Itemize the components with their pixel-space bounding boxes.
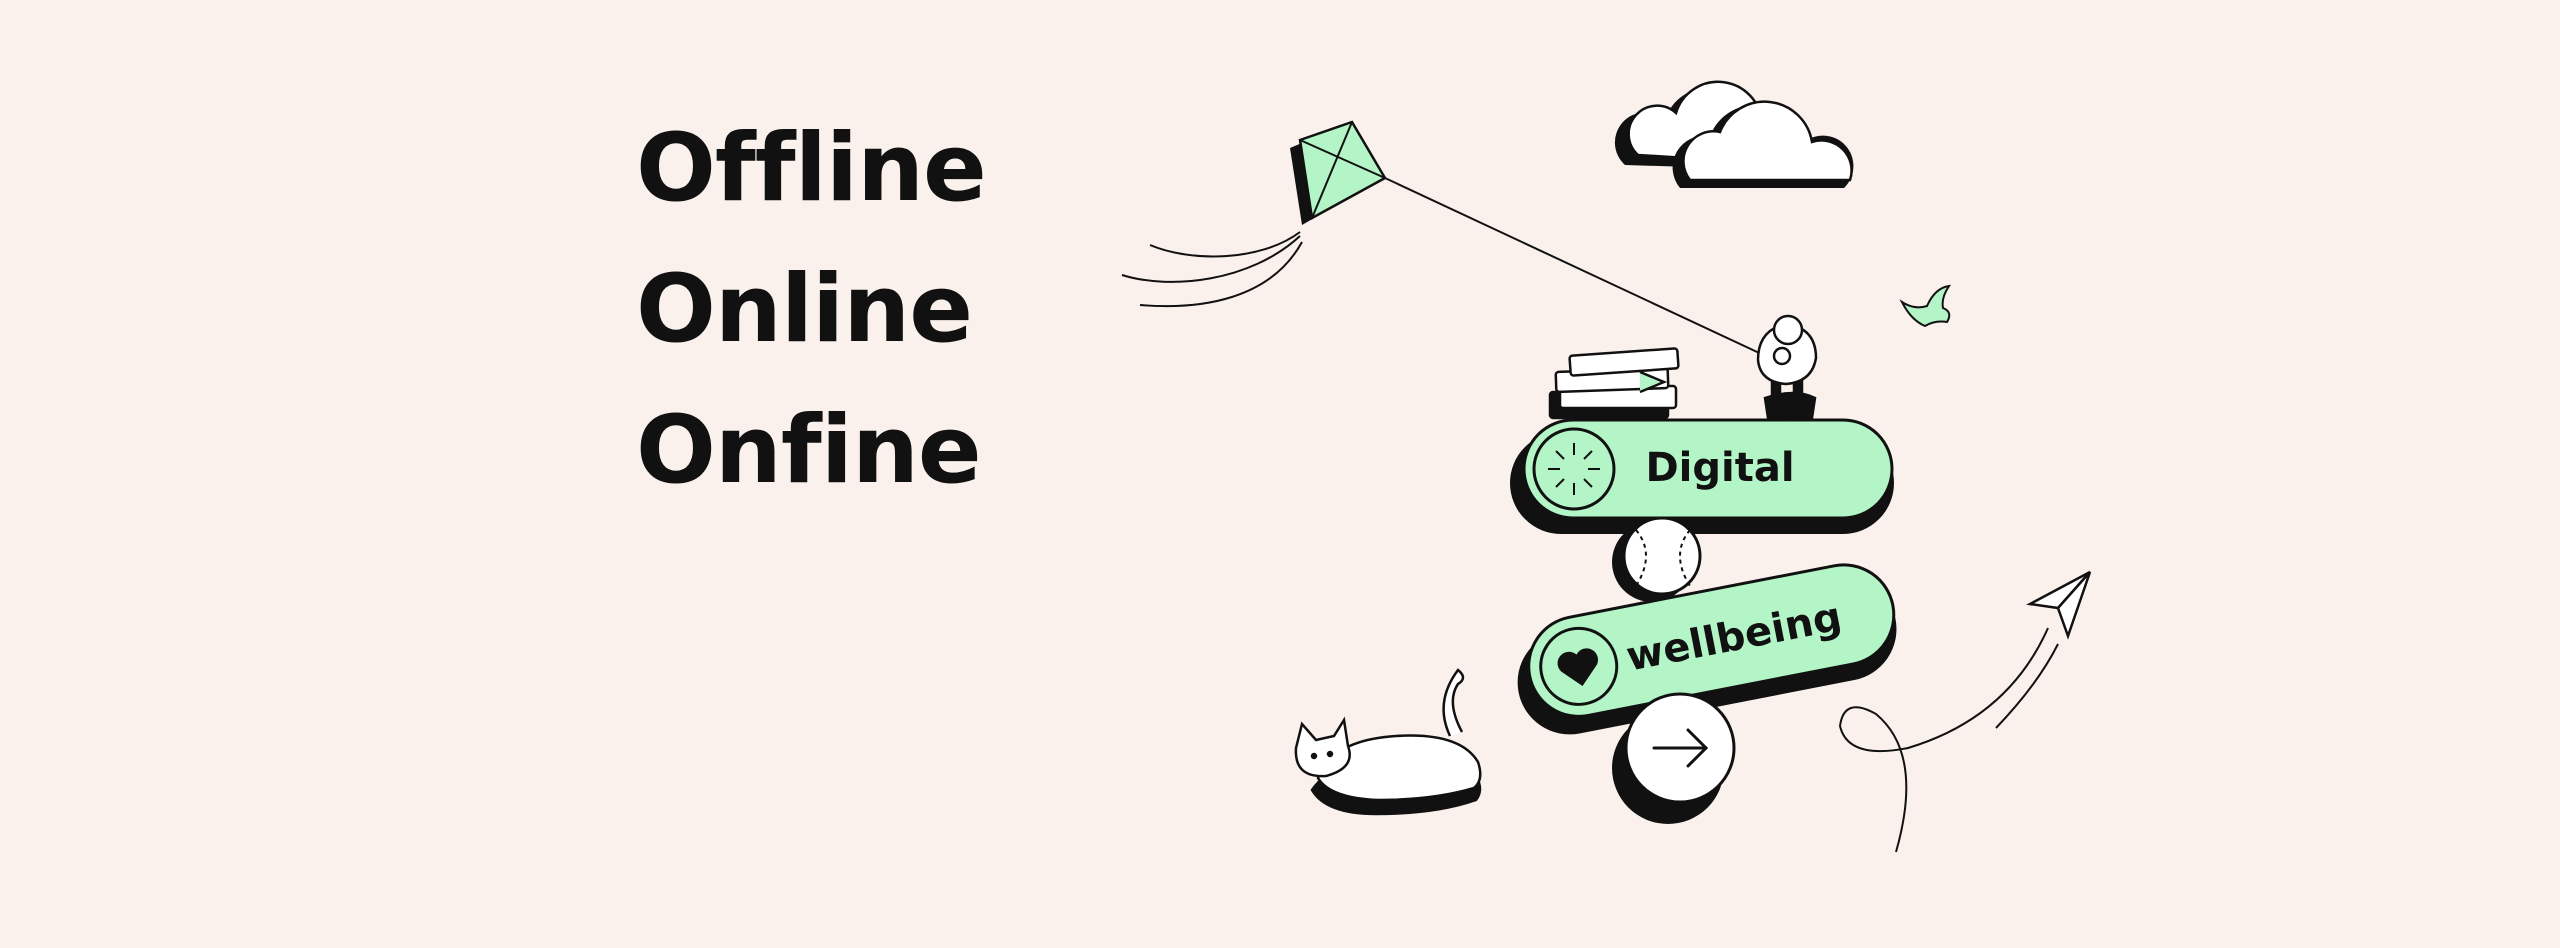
- arrow-right-icon: [1652, 728, 1709, 768]
- bird-icon: [1899, 284, 1952, 328]
- sun-icon: [1532, 427, 1616, 511]
- paper-plane-icon: [2026, 570, 2092, 640]
- headline-line-online: Online: [636, 255, 973, 364]
- headline-line-offline: Offline: [636, 114, 987, 223]
- heart-icon: [1539, 626, 1619, 706]
- headline-line-onfine: Onfine: [636, 396, 982, 505]
- cloud-icon: [1614, 80, 1854, 188]
- person-icon: [1756, 314, 1818, 420]
- pill-digital: Digital: [1510, 418, 1894, 534]
- headline: Offline Online Onfine: [636, 98, 987, 521]
- cat-icon: [1294, 668, 1482, 816]
- kite-tail-lines: [1121, 231, 1303, 308]
- pill-digital-label: Digital: [1645, 445, 1794, 491]
- kite-string: [1384, 177, 1771, 359]
- arrow-button[interactable]: [1612, 692, 1736, 824]
- pill-wellbeing: wellbeing: [1517, 563, 1897, 735]
- kite-icon: [1290, 120, 1387, 225]
- books-icon: [1548, 347, 1680, 420]
- baseball-icon: [1612, 516, 1702, 602]
- paper-plane-trail: [1838, 627, 2059, 853]
